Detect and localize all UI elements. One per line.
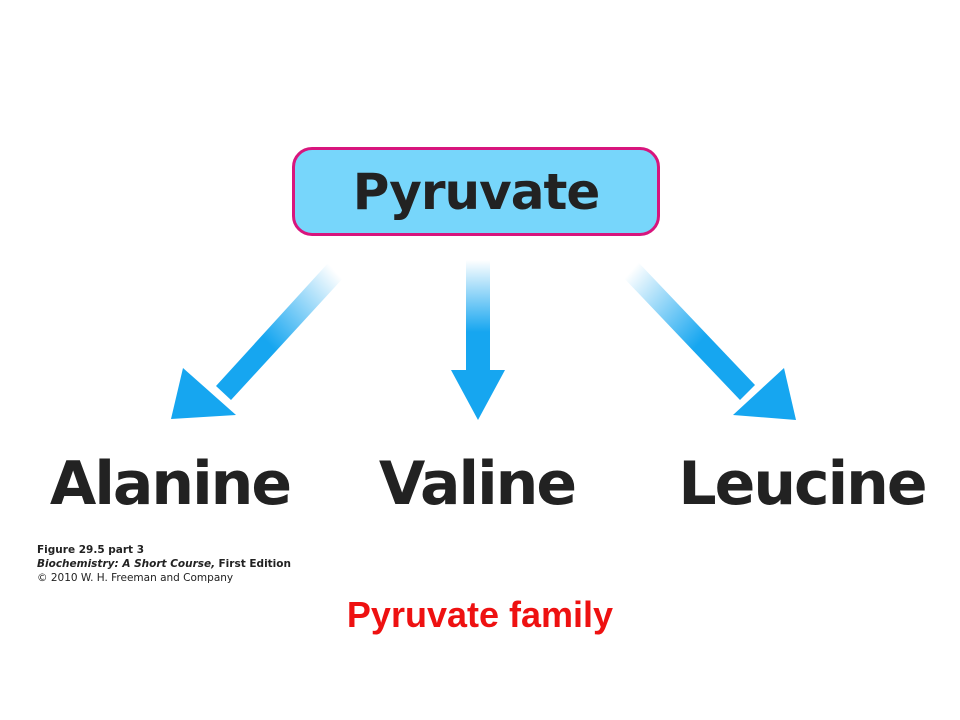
product-alanine: Alanine: [49, 449, 292, 519]
source-label: Pyruvate: [352, 162, 601, 221]
product-leucine: Leucine: [678, 449, 927, 519]
arrow-to-valine: [451, 260, 505, 420]
figure-caption: Figure 29.5 part 3 Biochemistry: A Short…: [37, 543, 291, 585]
footer-title: Pyruvate family: [346, 594, 614, 635]
arrow-to-leucine: [622, 262, 796, 420]
book-title: Biochemistry: A Short Course,: [37, 558, 216, 570]
book-edition: First Edition: [218, 558, 291, 570]
copyright: © 2010 W. H. Freeman and Company: [37, 572, 234, 584]
product-valine: Valine: [378, 449, 577, 519]
book-line: Biochemistry: A Short Course, First Edit…: [37, 557, 291, 571]
arrow-to-alanine: [171, 262, 345, 419]
figure-number: Figure 29.5 part 3: [37, 544, 145, 556]
pyruvate-box: Pyruvate: [292, 147, 660, 236]
